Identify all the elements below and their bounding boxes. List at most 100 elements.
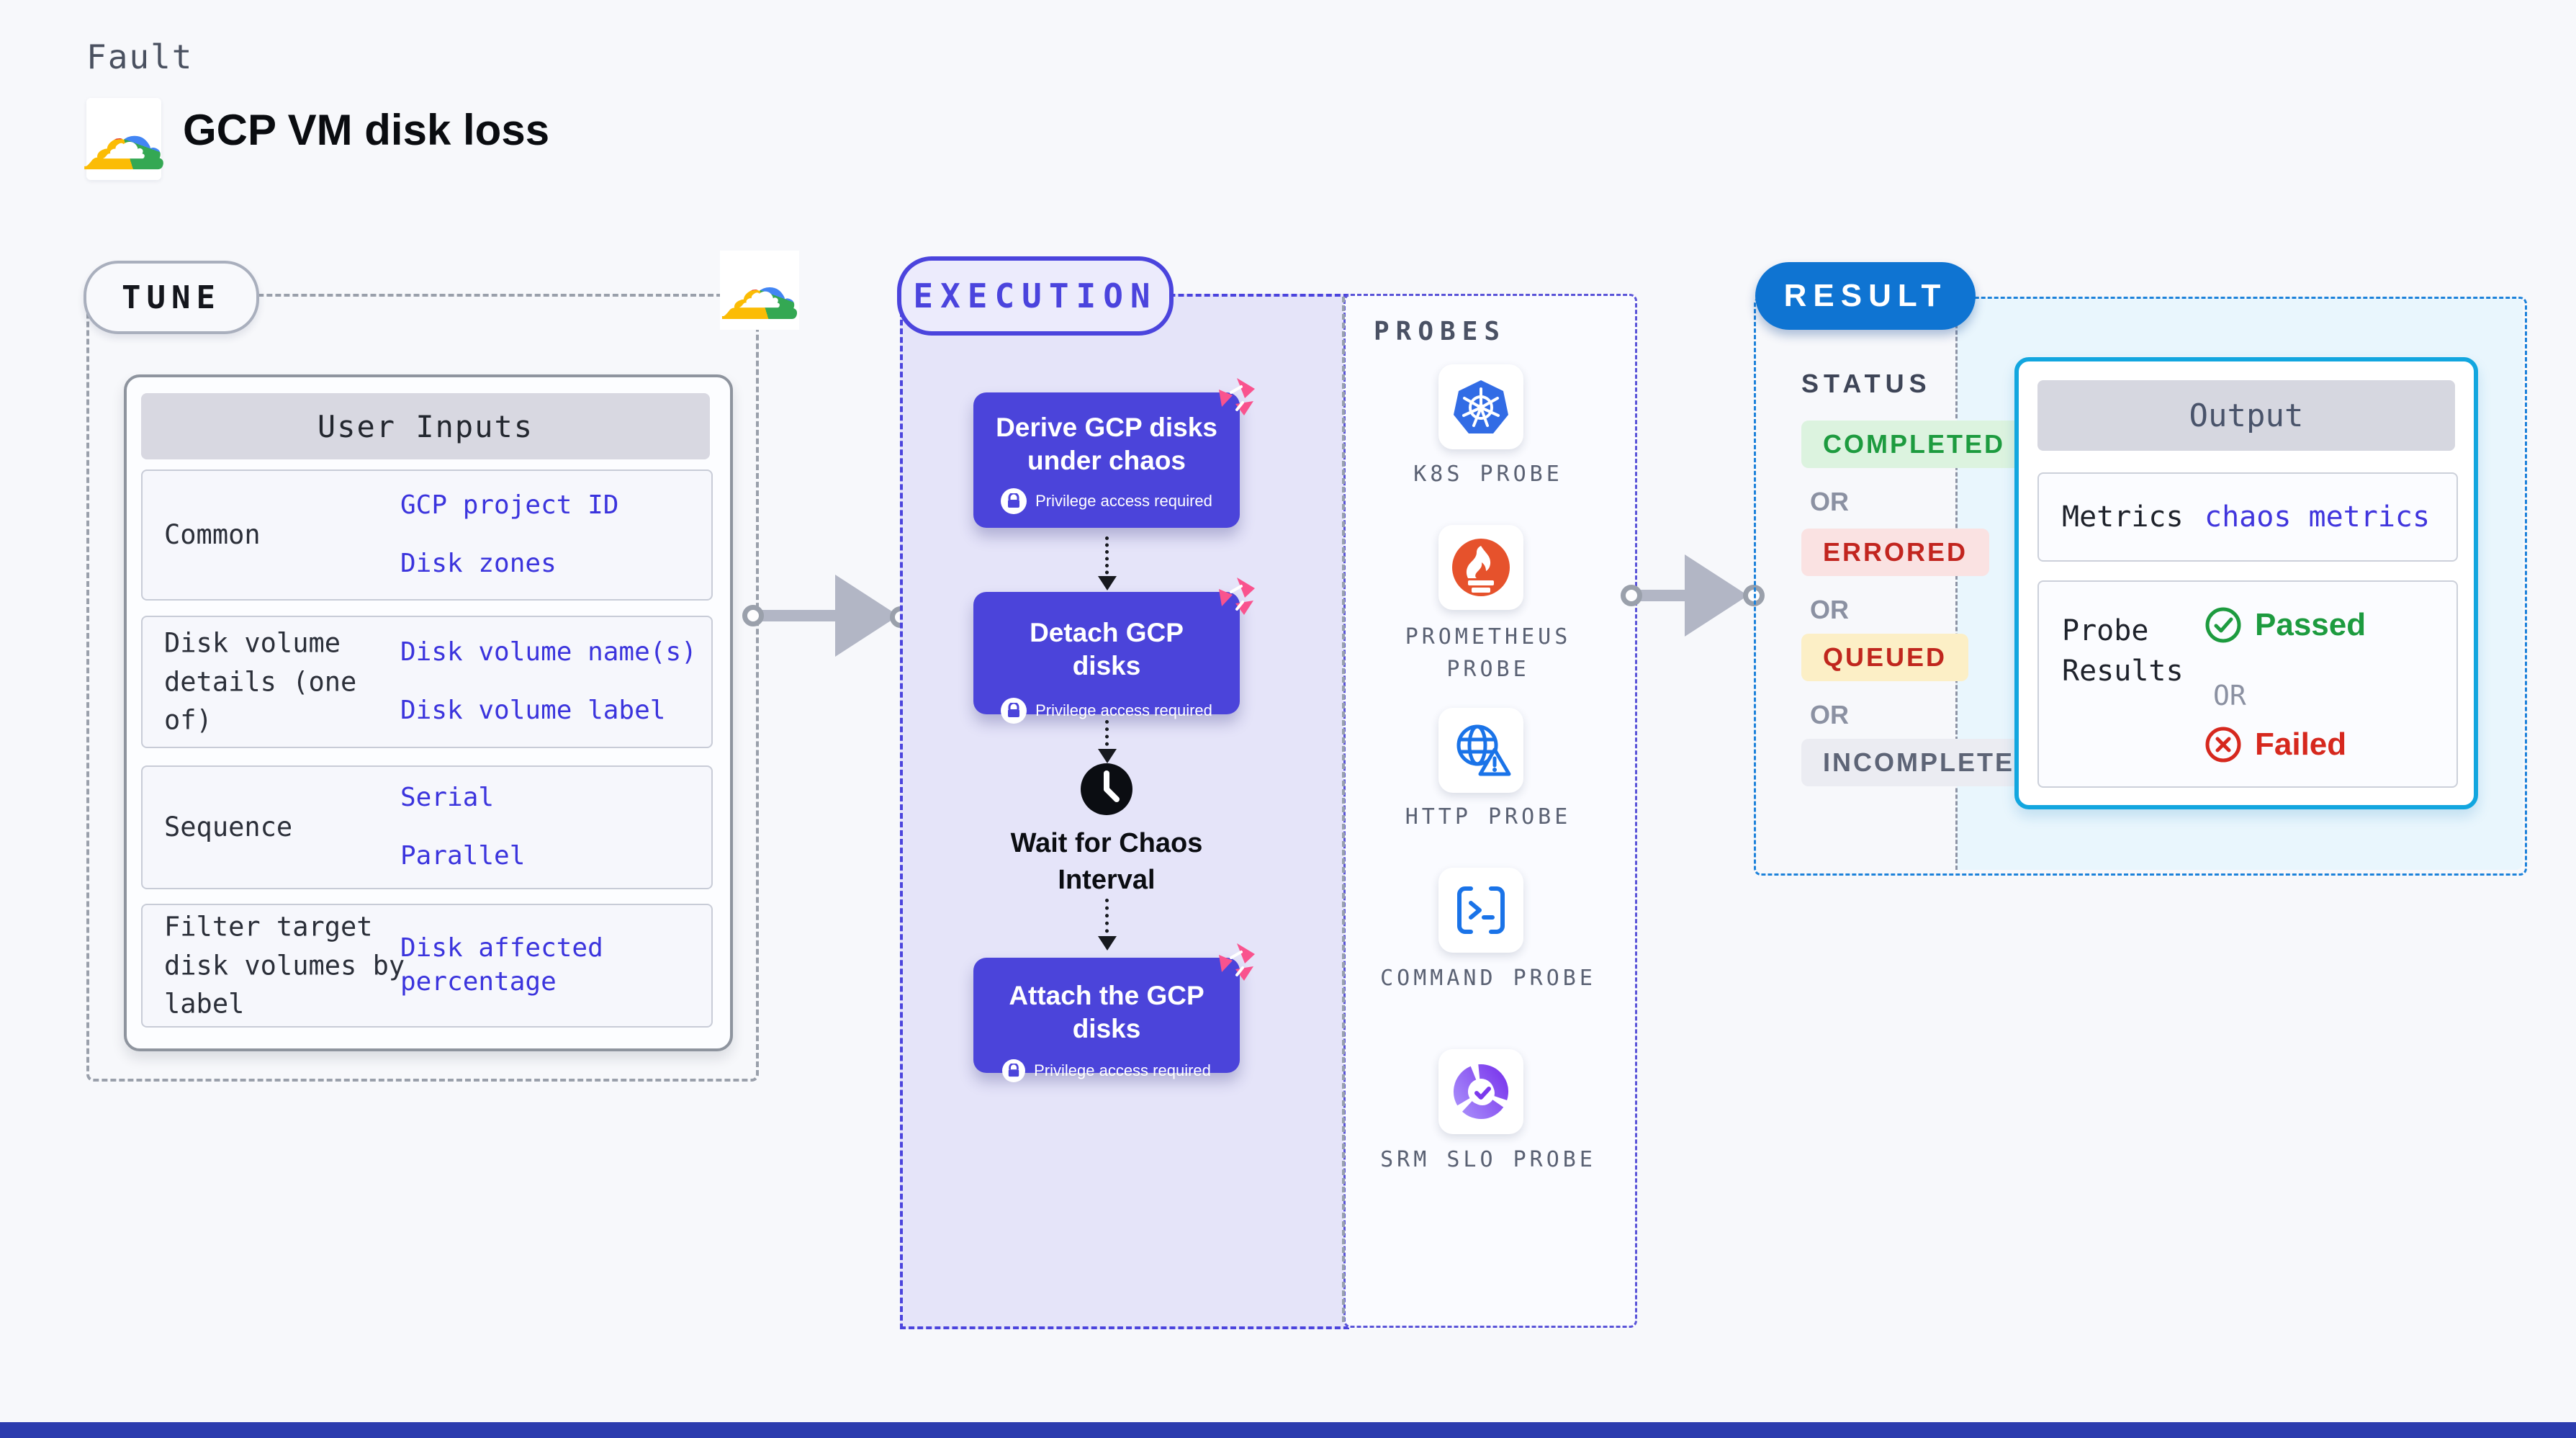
failed-label: Failed (2255, 727, 2347, 762)
result-divider (1955, 298, 1958, 870)
failed-indicator: Failed (2205, 726, 2346, 763)
probe-card-command[interactable] (1438, 868, 1523, 953)
probe-label: HTTP PROBE (1405, 804, 1572, 830)
probe-label: PROMETHEUS PROBE (1405, 624, 1572, 682)
status-or-label: OR (1810, 595, 1849, 624)
row-values: GCP project ID Disk zones (400, 489, 703, 581)
input-link[interactable]: Parallel (400, 841, 526, 871)
privilege-label: Privilege access required (1035, 701, 1212, 719)
probe-label: K8S PROBE (1413, 462, 1563, 487)
flow-connector (1105, 899, 1109, 940)
step-derive-disks[interactable]: Derive GCP disks under chaos Privilege a… (973, 378, 1255, 528)
table-row: Disk volume details (one of) Disk volume… (141, 616, 713, 748)
probe-results-row: Probe Results Passed OR Failed (2037, 580, 2458, 788)
probe-card-srm-slo[interactable] (1438, 1049, 1523, 1134)
status-badge-incompleted: INCOMPLETED (1801, 739, 2058, 786)
arrow-down-icon (1098, 749, 1117, 763)
row-values: Serial Parallel (400, 781, 703, 873)
flow-connector (1105, 720, 1109, 753)
arrow-down-icon (1098, 936, 1117, 951)
fault-kind-label: Fault (86, 37, 194, 76)
or-label: OR (2213, 680, 2246, 711)
check-circle-icon (2205, 607, 2241, 643)
kubernetes-icon (1454, 380, 1508, 433)
privilege-label: Privilege access required (1034, 1061, 1211, 1079)
step-detach-disks[interactable]: Detach GCP disks Privilege access requir… (973, 578, 1255, 724)
status-badge-errored: ERRORED (1801, 529, 1990, 576)
gcp-cloud-icon: ☁ ☁ (719, 245, 800, 335)
user-inputs-header: User Inputs (141, 393, 710, 459)
status-badge-completed: COMPLETED (1801, 421, 2027, 468)
probe-label: COMMAND PROBE (1380, 966, 1596, 991)
chaos-icon (1219, 378, 1255, 415)
row-label: Sequence (164, 812, 293, 843)
passed-indicator: Passed (2205, 606, 2366, 644)
connector-dot (742, 605, 764, 626)
gcp-cloud-icon: ☁ ☁ (81, 91, 166, 187)
step-attach-disks[interactable]: Attach the GCP disks Privilege access re… (973, 943, 1255, 1082)
output-header: Output (2037, 380, 2455, 451)
table-row: Filter target disk volumes by label Disk… (141, 904, 713, 1028)
result-section-box (1754, 297, 2527, 876)
metrics-label: Metrics (2062, 500, 2184, 534)
status-or-label: OR (1810, 487, 1849, 516)
status-or-label: OR (1810, 700, 1849, 729)
lock-icon (1002, 1059, 1026, 1082)
probe-card-prometheus[interactable] (1438, 525, 1523, 610)
result-badge[interactable]: RESULT (1755, 262, 1976, 330)
probes-section-label: PROBES (1374, 317, 1507, 346)
arrowhead-icon (835, 575, 899, 657)
step-title: Detach GCP disks (1030, 618, 1184, 681)
execution-badge[interactable]: EXECUTION (897, 256, 1174, 336)
input-link[interactable]: Disk volume name(s) (400, 637, 697, 668)
row-label: Common (164, 519, 261, 551)
connector-dot (1621, 585, 1642, 606)
gcp-logo-card: ☁ ☁ (81, 96, 166, 181)
probe-card-http[interactable] (1438, 708, 1523, 793)
input-link[interactable]: Disk zones (400, 549, 557, 578)
privilege-label: Privilege access required (1035, 491, 1212, 510)
privilege-badge: Privilege access required (973, 697, 1240, 724)
globe-warning-icon (1456, 724, 1511, 776)
tune-badge[interactable]: TUNE (84, 261, 259, 334)
input-link[interactable]: GCP project ID (400, 490, 619, 521)
footer-bar (0, 1422, 2576, 1438)
probe-results-label: Probe Results (2062, 614, 2184, 688)
chaos-icon (1219, 578, 1255, 615)
privilege-badge: Privilege access required (973, 1059, 1240, 1082)
input-link[interactable]: Disk volume label (400, 696, 666, 725)
gcp-corner-card: ☁ ☁ (719, 245, 800, 335)
row-label: Filter target disk volumes by label (164, 911, 405, 1020)
passed-label: Passed (2255, 607, 2366, 642)
tune-to-execution-arrow (757, 610, 851, 621)
status-badge-queued: QUEUED (1801, 634, 1969, 681)
x-circle-icon (2205, 727, 2241, 763)
privilege-badge: Privilege access required (973, 487, 1240, 514)
lock-icon (1001, 487, 1027, 514)
slo-gauge-icon (1454, 1064, 1508, 1119)
arrowhead-icon (1685, 554, 1748, 637)
arrow-down-icon (1098, 576, 1117, 590)
step-title: Derive GCP disks under chaos (996, 413, 1217, 476)
flow-connector (1105, 536, 1109, 581)
lock-icon (1001, 697, 1027, 724)
metrics-row: Metrics chaos metrics (2037, 472, 2458, 562)
wait-interval-label: Wait for Chaos Interval (1010, 828, 1203, 896)
table-row: Sequence Serial Parallel (141, 765, 713, 889)
probe-label: SRM SLO PROBE (1380, 1147, 1596, 1172)
probe-card-k8s[interactable] (1438, 364, 1523, 449)
clock-icon (1081, 763, 1132, 815)
tune-section-box (86, 294, 759, 1082)
prometheus-icon (1452, 539, 1510, 596)
input-link[interactable]: Disk affected percentage (400, 933, 603, 997)
row-values: Disk affected percentage (400, 932, 703, 999)
step-title: Attach the GCP disks (1009, 981, 1204, 1044)
metrics-value-link[interactable]: chaos metrics (2205, 500, 2431, 534)
probes-divider (1342, 297, 1345, 1322)
terminal-icon (1457, 886, 1505, 934)
chaos-icon (1219, 943, 1255, 981)
row-label: Disk volume details (one of) (164, 627, 357, 736)
input-link[interactable]: Serial (400, 783, 495, 813)
table-row: Common GCP project ID Disk zones (141, 469, 713, 601)
